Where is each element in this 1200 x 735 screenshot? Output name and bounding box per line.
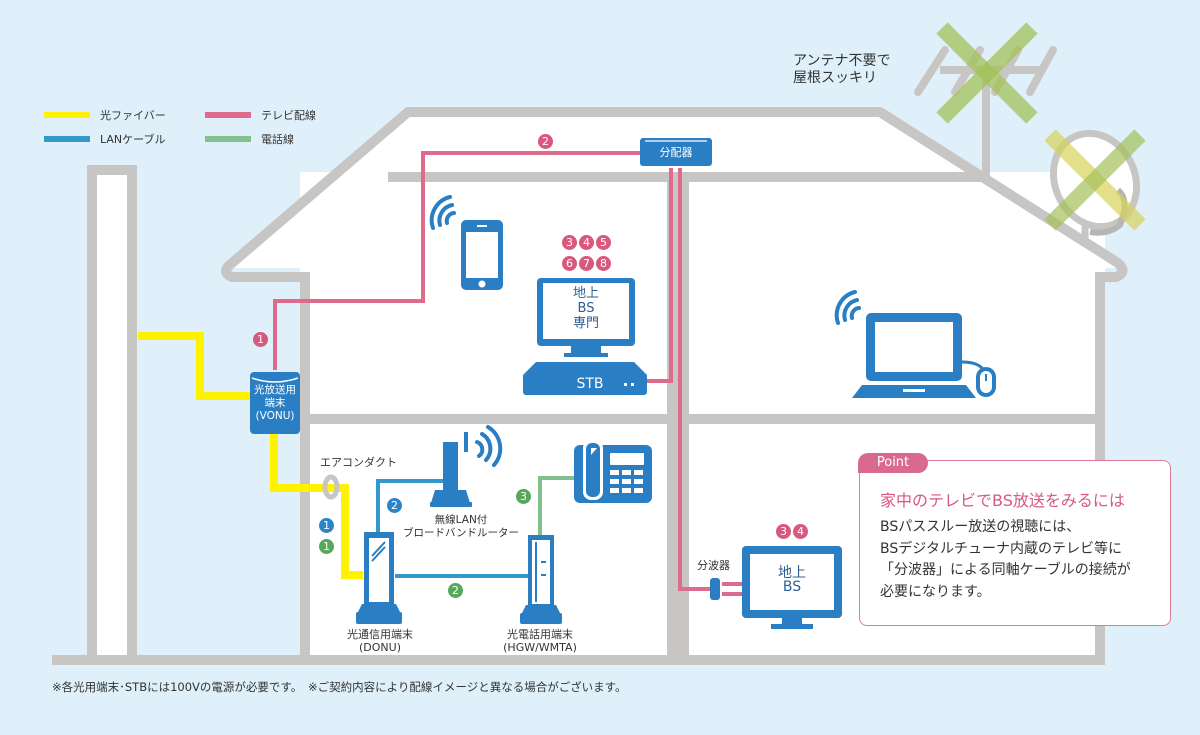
left-pillar — [87, 165, 137, 665]
fiber-cable-vonu — [138, 332, 252, 400]
wifi-icon-router — [475, 425, 503, 467]
legend-label: 電話線 — [261, 133, 294, 146]
bs-tv-icon — [742, 546, 842, 629]
tv-cable-stb — [646, 168, 673, 383]
router-label-line1: 無線LAN付 — [434, 514, 488, 526]
air-duct-icon — [322, 474, 340, 500]
vonu-label-line2: 端末 — [264, 397, 286, 409]
point-body-line: BSパススルー放送の視聴には、 — [880, 519, 1081, 535]
legend-item-fiber: 光ファイバー — [44, 108, 166, 122]
badge-lan-hgw: 2 — [448, 583, 463, 598]
vonu-label-line3: (VONU) — [255, 410, 295, 422]
stb-tv-screen-line1: 地上 — [572, 286, 599, 301]
antenna-note-line2: 屋根スッキリ — [793, 70, 877, 86]
legend-item-phone: 電話線 — [205, 132, 294, 146]
vonu-label-line1: 光放送用 — [254, 384, 296, 396]
badge-lan-router: 2 — [387, 498, 402, 513]
tv-cable-main — [273, 151, 640, 370]
legend-swatch-tv — [205, 112, 251, 118]
point-body-line: 必要になります。 — [880, 583, 991, 600]
vonu-device-icon — [250, 372, 300, 434]
donu-label-line2: (DONU) — [359, 641, 401, 654]
legend-label: テレビ配線 — [261, 109, 316, 122]
bs-dish-crossed — [1044, 129, 1146, 240]
smartphone-icon — [461, 220, 503, 290]
badge-phone-line: 3 — [516, 489, 531, 504]
uhf-antenna-crossed — [914, 22, 1057, 180]
fiber-cable-donu — [270, 428, 363, 579]
point-body-line: BSデジタルチューナ内蔵のテレビ等に — [880, 540, 1122, 557]
laptop-icon — [852, 313, 987, 398]
wave-splitter-label: 分波器 — [697, 559, 730, 572]
roof-outline — [221, 107, 1128, 282]
badge-channel: 6 — [562, 256, 577, 271]
badge-channel: 7 — [579, 256, 594, 271]
point-body: BSパススルー放送の視聴には、 BSデジタルチューナ内蔵のテレビ等に 「分波器」… — [880, 517, 1131, 603]
badge-channel: 8 — [596, 256, 611, 271]
legend-label: LANケーブル — [100, 133, 166, 146]
donu-label-line1: 光通信用端末 — [347, 628, 413, 641]
badge-phone-fiber: 1 — [319, 539, 334, 554]
point-tag: Point — [858, 453, 928, 473]
vonu-label: 光放送用 端末 (VONU) — [250, 384, 300, 423]
air-duct-label: エアコンダクト — [320, 456, 397, 469]
legend-item-lan: LANケーブル — [44, 132, 165, 146]
hgw-label-line2: (HGW/WMTA) — [503, 641, 577, 654]
hgw-label: 光電話用端末 (HGW/WMTA) — [484, 628, 596, 654]
antenna-note-line1: アンテナ不要で — [793, 53, 891, 69]
hgw-label-line1: 光電話用端末 — [507, 628, 573, 641]
stb-tv-screen-line2: BS — [577, 301, 595, 316]
badge-channel: 5 — [596, 235, 611, 250]
stb-tv-screen-line3: 専門 — [572, 316, 599, 331]
bs-tv-screen-text: 地上 BS — [750, 566, 834, 594]
badge-vonu-tv: 1 — [253, 332, 268, 347]
legend: 光ファイバー テレビ配線 LANケーブル 電話線 — [44, 108, 324, 148]
router-label: 無線LAN付 ブロードバンドルーター — [398, 514, 524, 540]
router-icon — [430, 432, 472, 507]
antenna-note: アンテナ不要で 屋根スッキリ — [793, 53, 890, 87]
badge-tv-main: 2 — [538, 134, 553, 149]
legend-swatch-lan — [44, 136, 90, 142]
donu-label: 光通信用端末 (DONU) — [330, 628, 430, 654]
legend-label: 光ファイバー — [100, 109, 166, 122]
donu-device-icon — [356, 532, 402, 624]
wave-splitter-icon — [710, 578, 720, 600]
badge-channel: 4 — [793, 524, 808, 539]
bs-tv-screen-line2: BS — [782, 579, 802, 595]
footer-note: ※各光用端末･STBには100Vの電源が必要です。 ※ご契約内容により配線イメー… — [52, 680, 627, 694]
distributor-label: 分配器 — [659, 146, 693, 159]
phone-cable — [538, 476, 576, 535]
wifi-icon-laptop — [834, 290, 861, 325]
distributor-device-icon — [640, 138, 712, 166]
legend-swatch-phone — [205, 136, 251, 142]
wifi-icon-smartphone — [429, 195, 456, 230]
lan-cable-router — [376, 479, 443, 532]
badge-channel: 3 — [776, 524, 791, 539]
router-label-line2: ブロードバンドルーター — [402, 527, 520, 539]
tv-stb-icon — [523, 278, 647, 395]
badge-channel: 4 — [579, 235, 594, 250]
point-box: Point 家中のテレビでBS放送をみるには BSパススルー放送の視聴には、 B… — [858, 453, 1171, 626]
badge-channel: 3 — [562, 235, 577, 250]
legend-item-tv: テレビ配線 — [205, 108, 316, 122]
badge-lan-fiber: 1 — [319, 518, 334, 533]
mouse-icon — [976, 367, 996, 397]
point-body-line: 「分波器」による同軸ケーブルの接続が — [880, 562, 1131, 578]
ground — [52, 655, 1105, 665]
tv-cable-bs — [678, 168, 712, 591]
stb-label: STB — [576, 376, 604, 392]
point-title: 家中のテレビでBS放送をみるには — [880, 491, 1125, 510]
bs-tv-screen-line1: 地上 — [778, 565, 806, 581]
stb-tv-screen-text: 地上 BS 専門 — [543, 286, 629, 331]
hgw-device-icon — [520, 535, 562, 624]
legend-swatch-fiber — [44, 112, 90, 118]
telephone-icon — [574, 440, 652, 503]
cables — [138, 151, 752, 596]
